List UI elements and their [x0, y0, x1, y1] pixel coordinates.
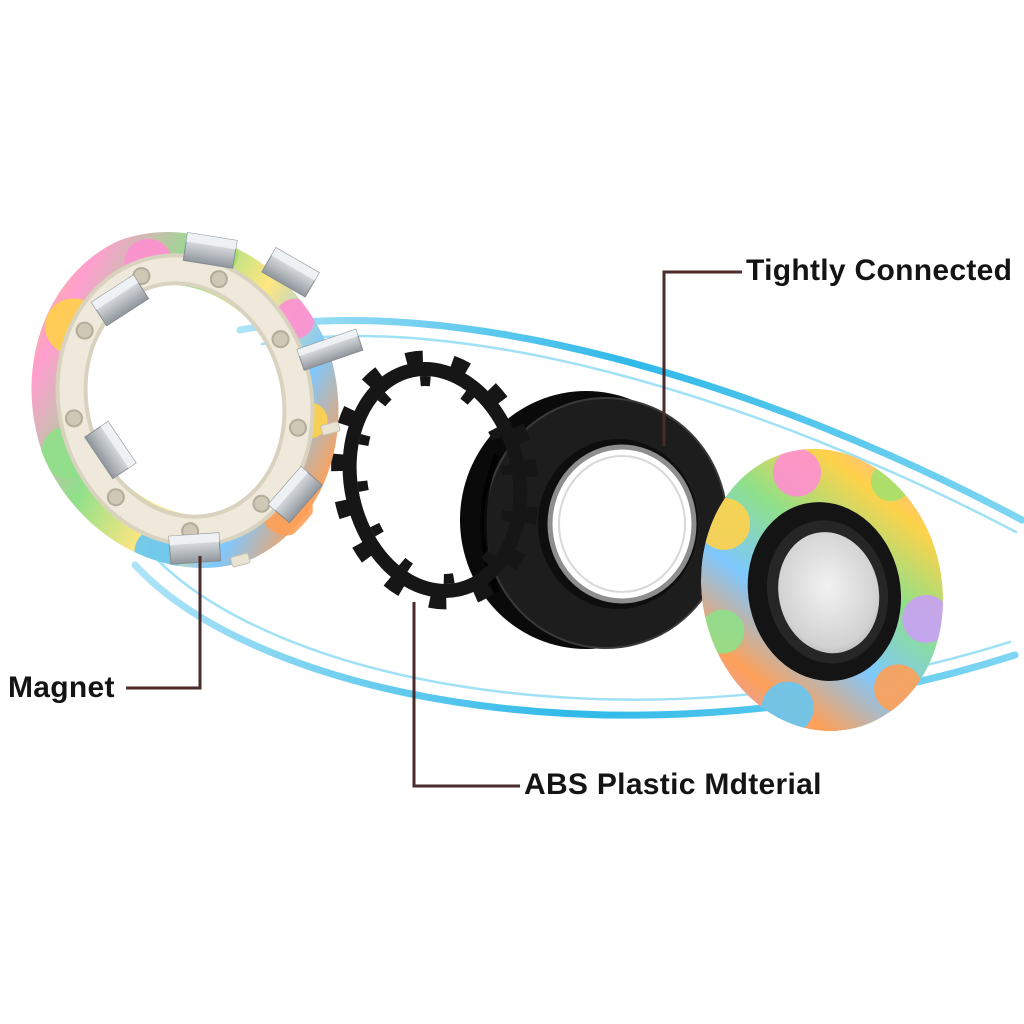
magnet-block: [168, 532, 222, 565]
label-tightly-connected: Tightly Connected: [746, 254, 1013, 287]
label-magnet: Magnet: [8, 671, 115, 704]
magnet-block: [90, 274, 150, 327]
magnet-block: [296, 328, 364, 371]
magnet-block: [182, 232, 238, 269]
frame-clip-tab: [230, 552, 251, 568]
magnet-block: [84, 420, 137, 480]
magnet-block: [261, 247, 320, 298]
magnet-block: [267, 465, 323, 524]
label-abs-plastic-material: ABS Plastic Mdterial: [524, 768, 822, 801]
leader-line-abs-plastic: [412, 602, 520, 788]
abs-frame-ring: [331, 350, 539, 610]
frame-ring: [59, 257, 311, 543]
black-inner-ring: [460, 391, 728, 649]
frame-clip-tab: [320, 421, 341, 436]
shell-ring: [31, 228, 364, 577]
frame-holes: [64, 267, 308, 541]
leader-line-tightly-connected: [662, 270, 742, 446]
assembled-ring: [698, 448, 951, 734]
leader-line-magnet: [126, 556, 202, 690]
